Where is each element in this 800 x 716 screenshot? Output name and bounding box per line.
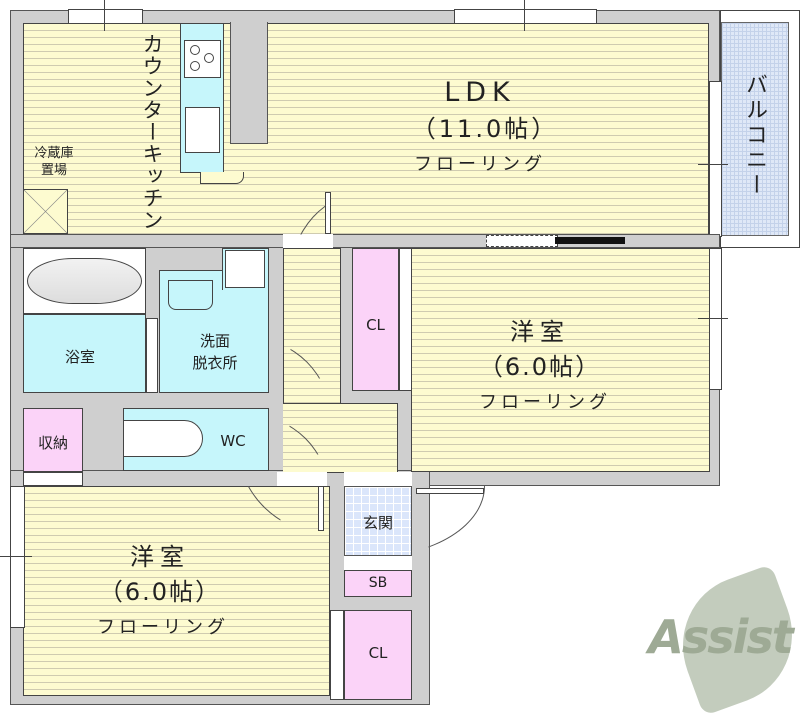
stove-icon — [184, 40, 221, 78]
ldk-name: LDK — [444, 77, 516, 108]
storage — [23, 408, 83, 472]
entrance-step — [344, 472, 412, 486]
window-mark — [104, 0, 105, 31]
wc-label: WC — [220, 432, 246, 450]
bath-door[interactable] — [146, 318, 158, 393]
closet-west-doors[interactable] — [330, 610, 344, 700]
window-mark — [0, 556, 32, 557]
burner-icon — [190, 61, 200, 71]
bedroom-west-name: 洋室 — [130, 543, 190, 571]
washroom — [159, 270, 269, 393]
sliding-door-panel — [555, 237, 625, 244]
bedroom-west-door-leaf — [318, 486, 324, 531]
entrance-label: 玄関 — [362, 514, 393, 532]
balcony — [721, 22, 789, 236]
bathtub-icon — [27, 258, 142, 304]
bedroom-east — [411, 248, 710, 472]
washroom-label-1: 洗面 — [199, 332, 230, 350]
front-door-leaf — [416, 488, 484, 494]
bedroom-east-size: （6.0帖） — [478, 353, 602, 381]
window-mark — [698, 164, 728, 165]
bedroom-west — [23, 486, 330, 696]
washer-icon — [225, 250, 265, 288]
closet-east-doors[interactable] — [399, 248, 412, 391]
bedroom-west-door-opening — [277, 472, 327, 486]
balcony-window — [709, 81, 722, 237]
ldk-door-opening — [283, 234, 333, 248]
window — [454, 9, 597, 24]
counter-extension — [200, 172, 244, 184]
bath-floor — [23, 314, 146, 393]
fridge-label-2: 置場 — [40, 163, 67, 178]
fridge-label-1: 冷蔵庫 — [34, 146, 74, 161]
closet-west — [344, 610, 412, 700]
burner-icon — [204, 53, 214, 63]
fridge-space — [23, 189, 68, 234]
closet-east-label: CL — [366, 316, 385, 334]
kitchen-label: カウンターキッチン — [140, 33, 164, 231]
window-mark — [698, 318, 728, 319]
burner-icon — [190, 45, 200, 55]
window — [68, 9, 143, 24]
ldk-size: （11.0帖） — [411, 115, 559, 143]
toilet-icon — [123, 420, 203, 457]
entrance-floor-step — [344, 556, 412, 570]
entrance — [344, 486, 412, 556]
bedroom-west-floor: フローリング — [97, 617, 229, 638]
bath-label: 浴室 — [64, 348, 95, 366]
ldk-door-leaf — [325, 192, 331, 234]
bedroom-east-window — [709, 248, 722, 390]
kitchen-wall — [230, 22, 268, 144]
ldk-floor — [23, 23, 709, 235]
bedroom-east-floor: フローリング — [479, 392, 611, 413]
closet-east — [352, 248, 399, 391]
bedroom-west-window — [10, 486, 25, 628]
shoebox — [344, 570, 412, 597]
ldk-floor-type: フローリング — [414, 154, 546, 175]
sliding-door — [486, 235, 558, 247]
shoebox-label: SB — [368, 575, 388, 591]
storage-doors[interactable] — [23, 472, 83, 486]
bedroom-west-size: （6.0帖） — [98, 578, 222, 606]
sink-basin-icon — [168, 280, 213, 310]
balcony-label: バルコニー — [742, 72, 767, 198]
closet-west-label: CL — [368, 644, 388, 662]
washroom-label-2: 脱衣所 — [192, 354, 238, 372]
logo-text: Assist — [648, 610, 794, 664]
bedroom-east-name: 洋室 — [510, 318, 570, 346]
storage-label: 収納 — [37, 434, 68, 452]
window-mark — [524, 0, 525, 31]
sink-icon — [185, 107, 220, 153]
